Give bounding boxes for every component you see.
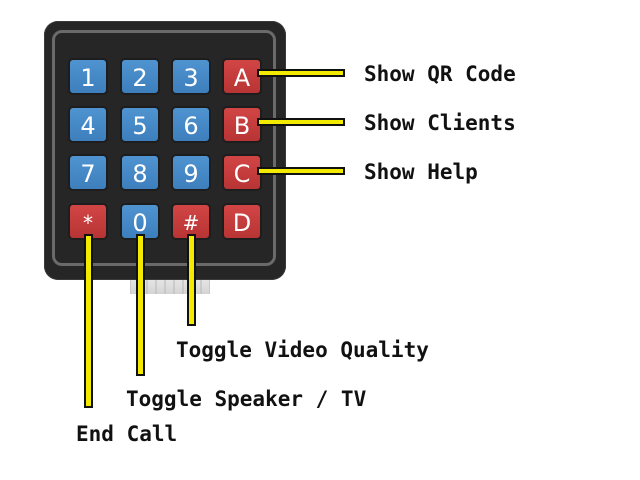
connector-c [257, 167, 345, 175]
key-0[interactable]: 0 [120, 203, 160, 240]
label-end-call: End Call [76, 422, 178, 446]
key-1[interactable]: 1 [68, 58, 108, 95]
key-7[interactable]: 7 [68, 154, 108, 191]
label-show-clients: Show Clients [364, 111, 516, 135]
label-toggle-speaker-tv: Toggle Speaker / TV [126, 387, 367, 411]
label-show-qr-code: Show QR Code [364, 62, 516, 86]
key-8[interactable]: 8 [120, 154, 160, 191]
key-star[interactable]: * [68, 203, 108, 240]
key-2[interactable]: 2 [120, 58, 160, 95]
connector-b [257, 118, 345, 126]
label-toggle-video-quality: Toggle Video Quality [176, 338, 429, 362]
connector-zero [136, 234, 145, 376]
keypad-frame [52, 30, 276, 266]
key-a[interactable]: A [222, 58, 262, 95]
key-5[interactable]: 5 [120, 106, 160, 143]
key-3[interactable]: 3 [171, 58, 211, 95]
connector-a [257, 69, 345, 77]
key-b[interactable]: B [222, 106, 262, 143]
key-d[interactable]: D [222, 203, 262, 240]
key-4[interactable]: 4 [68, 106, 108, 143]
key-9[interactable]: 9 [171, 154, 211, 191]
label-show-help: Show Help [364, 160, 478, 184]
key-c[interactable]: C [222, 154, 262, 191]
connector-hash [187, 234, 196, 326]
connector-star [84, 234, 93, 408]
key-6[interactable]: 6 [171, 106, 211, 143]
